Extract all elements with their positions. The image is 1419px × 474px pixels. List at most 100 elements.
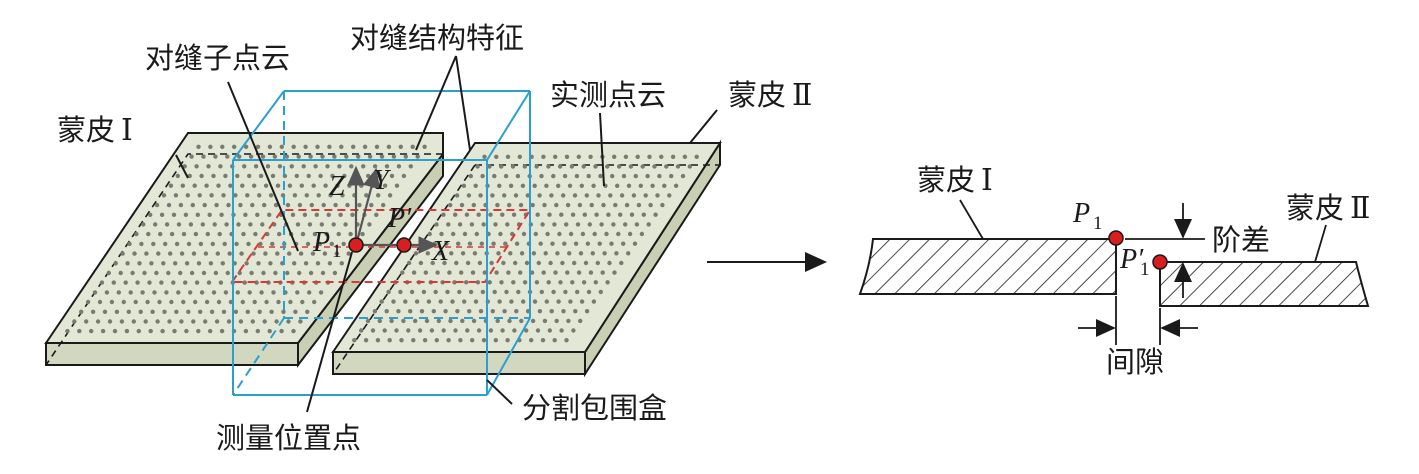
point-cloud-dot (601, 202, 606, 208)
point-cloud-dot (172, 328, 177, 334)
point-cloud-dot (582, 212, 587, 217)
point-cloud-dot (589, 202, 594, 208)
point-cloud-dot (350, 212, 355, 217)
point-cloud-dot (327, 144, 332, 149)
point-cloud-dot (490, 309, 495, 314)
point-cloud-dot (330, 173, 335, 179)
point-cloud-dot (423, 270, 428, 275)
point-cloud-dot (575, 222, 581, 227)
point-cloud-dot (568, 231, 574, 237)
point-cloud-dot (566, 318, 571, 324)
point-cloud-dot (635, 154, 640, 159)
point-cloud-dot (469, 222, 475, 227)
point-cloud-dot (487, 280, 492, 285)
point-cloud-dot (553, 154, 558, 159)
point-cloud-dot (243, 328, 249, 334)
point-cloud-dot (606, 212, 611, 217)
point-cloud-dot (578, 251, 584, 256)
point-cloud-dot (465, 328, 470, 333)
point-cloud-dot (502, 193, 507, 198)
section-p1-sub: 1 (1093, 213, 1103, 234)
point-cloud-dot (624, 202, 630, 208)
point-cloud-dot (513, 193, 519, 198)
point-cloud-dot (360, 231, 365, 237)
point-cloud-dot (227, 251, 232, 256)
point-cloud-dot (514, 241, 520, 246)
point-cloud-dot (559, 328, 564, 333)
point-cloud-dot (456, 241, 461, 246)
svg-text:蒙皮: 蒙皮 (1286, 191, 1344, 225)
point-cloud-dot (598, 289, 603, 295)
point-cloud-dot (253, 231, 258, 237)
point-cloud-dot (289, 164, 294, 169)
point-cloud-dot (328, 193, 333, 198)
point-cloud-dot (188, 222, 194, 227)
point-cloud-dot (424, 318, 430, 324)
point-cloud-dot (488, 328, 494, 333)
section-p1-label: P (1072, 198, 1090, 229)
point-cloud-dot (178, 202, 184, 208)
point-cloud-dot (370, 328, 376, 333)
section-skin-2 (1159, 261, 1370, 307)
point-cloud-dot (641, 212, 646, 217)
point-cloud-dot (570, 212, 576, 217)
point-cloud-dot (431, 309, 436, 314)
point-cloud-dot (255, 144, 261, 149)
point-cloud-dot (111, 280, 117, 285)
point-cloud-dot (359, 183, 364, 188)
point-cloud-dot (104, 290, 110, 295)
point-cloud-dot (441, 212, 446, 217)
point-cloud-dot (478, 309, 484, 314)
point-cloud-dot (374, 212, 379, 217)
point-cloud-dot (557, 164, 563, 169)
point-cloud-dot (210, 241, 215, 247)
svg-text:Ⅰ: Ⅰ (981, 164, 993, 197)
point-cloud-dot (186, 309, 191, 314)
point-cloud-dot (158, 231, 163, 237)
point-cloud-dot (188, 290, 193, 295)
point-cloud-dot (396, 309, 401, 314)
point-cloud-dot (609, 241, 614, 246)
point-p1-prime (396, 237, 412, 253)
point-cloud-dot (614, 251, 619, 256)
point-cloud-dot (540, 222, 545, 227)
point-cloud-dot (106, 270, 112, 276)
point-cloud-dot (243, 212, 248, 217)
point-cloud-dot (425, 251, 430, 256)
point-cloud-dot (121, 299, 127, 305)
point-cloud-dot (605, 164, 610, 169)
point-cloud-dot (448, 318, 453, 324)
point-cloud-dot (226, 319, 232, 324)
point-cloud-dot (558, 280, 563, 285)
point-cloud-dot (120, 251, 125, 256)
point-cloud-dot (464, 280, 469, 285)
point-cloud-dot (236, 222, 241, 227)
point-cloud-dot (207, 212, 212, 217)
point-cloud-dot (211, 173, 216, 179)
point-cloud-dot (555, 251, 560, 256)
point-cloud-dot (248, 154, 254, 159)
point-cloud-dot (213, 154, 218, 159)
point-cloud-dot (244, 261, 249, 266)
point-cloud-dot (144, 251, 149, 256)
point-cloud-dot (372, 309, 378, 314)
point-cloud-dot (567, 183, 573, 188)
bounding-box (232, 90, 531, 396)
point-cloud-dot (208, 261, 214, 266)
point-cloud-dot (682, 154, 688, 159)
point-cloud-dot (324, 231, 329, 237)
point-cloud-dot (113, 261, 118, 266)
point-cloud-dot (409, 289, 415, 295)
point-cloud-dot (573, 309, 578, 314)
point-cloud-dot (574, 173, 580, 179)
point-cloud-dot (518, 202, 524, 208)
point-cloud-dot (279, 144, 284, 149)
point-cloud-dot (153, 222, 158, 227)
point-cloud-dot (312, 231, 318, 237)
point-cloud-dot (221, 193, 226, 198)
point-cloud-dot (279, 328, 284, 334)
point-cloud-dot (535, 212, 540, 217)
point-cloud-dot (171, 280, 176, 285)
point-cloud-dot (340, 193, 345, 198)
point-cloud-dot (573, 241, 579, 246)
